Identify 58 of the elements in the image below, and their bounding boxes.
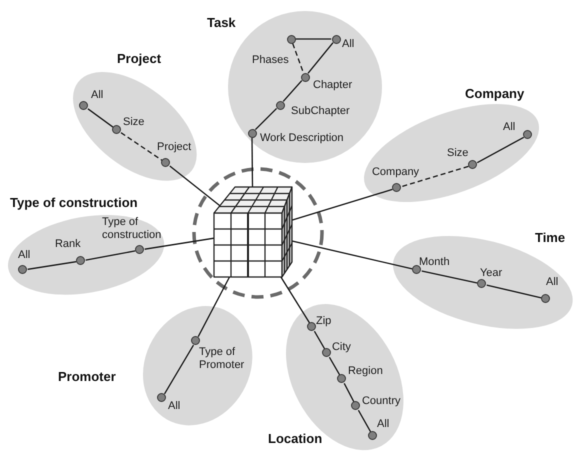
connector-line: [292, 240, 412, 270]
level-label: Rank: [54, 238, 81, 251]
connector-line: [28, 261, 76, 270]
dimension-title: Location: [268, 430, 322, 446]
connector-line: [251, 138, 254, 187]
connector-line: [296, 38, 332, 40]
connector-line: [164, 344, 194, 394]
level-label: Company: [372, 166, 420, 179]
level-label: Size: [446, 146, 468, 160]
connector-line: [120, 132, 162, 161]
level-label: Size: [122, 116, 144, 129]
dimension-title: Task: [207, 15, 236, 30]
level-label: Type of Promoter: [198, 346, 246, 372]
level-label: Zip: [316, 314, 332, 328]
dimension-title: Project: [116, 51, 162, 66]
connector-line: [344, 383, 354, 402]
level-label: Project: [156, 140, 192, 154]
connector-line: [358, 410, 372, 432]
connector-line: [314, 330, 326, 350]
cube-drawing: [213, 186, 293, 278]
level-label: Phases: [252, 54, 289, 67]
level-label: All: [342, 38, 354, 51]
connector-line: [292, 43, 304, 73]
level-label: Type of construction: [102, 216, 162, 242]
connector-line: [401, 166, 469, 188]
level-label: Region: [348, 364, 383, 378]
connector-line: [254, 108, 278, 130]
level-label: All: [18, 248, 30, 262]
connector-line: [86, 250, 136, 261]
level-label: Chapter: [313, 79, 352, 92]
connector-line: [280, 276, 310, 324]
level-label: All: [168, 400, 180, 413]
connector-line: [476, 136, 524, 164]
level-label: City: [332, 340, 351, 354]
connector-line: [292, 188, 393, 221]
dimension-title: Type of construction: [10, 195, 138, 210]
connector-line: [422, 270, 478, 284]
dimension-ellipse: [392, 234, 574, 330]
connector-line: [308, 42, 334, 74]
level-label: Work Description: [260, 132, 344, 145]
level-label: Month: [418, 256, 450, 269]
dimension-title: Promoter: [58, 368, 116, 384]
connector-line: [486, 284, 542, 299]
connector-line: [169, 166, 220, 206]
level-label: SubChapter: [291, 105, 350, 118]
connector-line: [144, 238, 214, 250]
level-label: All: [376, 418, 390, 431]
level-label: All: [502, 120, 516, 134]
level-label: All: [90, 88, 104, 102]
dimension-title: Company: [464, 86, 524, 101]
connector-line: [198, 276, 230, 337]
connector-line: [328, 356, 340, 376]
connector-line: [282, 80, 302, 102]
connector-line: [88, 108, 114, 128]
level-label: All: [546, 276, 558, 289]
dimension-title: Time: [534, 230, 566, 245]
level-label: Country: [362, 394, 401, 408]
level-label: Year: [480, 266, 502, 280]
